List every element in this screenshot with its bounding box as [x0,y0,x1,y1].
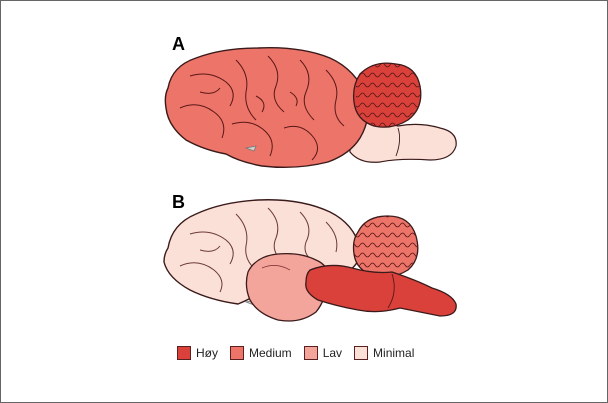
legend-label-minimal: Minimal [373,346,414,360]
cerebellum-a-folia [356,64,422,128]
legend-swatch-low [304,346,318,360]
legend-item-low: Lav [304,346,342,360]
legend-label-low: Lav [323,346,342,360]
legend-label-medium: Medium [249,346,292,360]
legend: Høy Medium Lav Minimal [177,346,426,360]
legend-swatch-high [177,346,191,360]
legend-item-minimal: Minimal [354,346,414,360]
cerebrum-a [165,48,368,168]
panel-label-a: A [172,34,185,54]
brainstem-a [350,122,456,162]
legend-item-high: Høy [177,346,218,360]
brainstem-b [306,265,456,316]
legend-swatch-minimal [354,346,368,360]
legend-label-high: Høy [196,346,218,360]
legend-swatch-medium [230,346,244,360]
legend-item-medium: Medium [230,346,292,360]
panel-label-b: B [172,192,185,212]
